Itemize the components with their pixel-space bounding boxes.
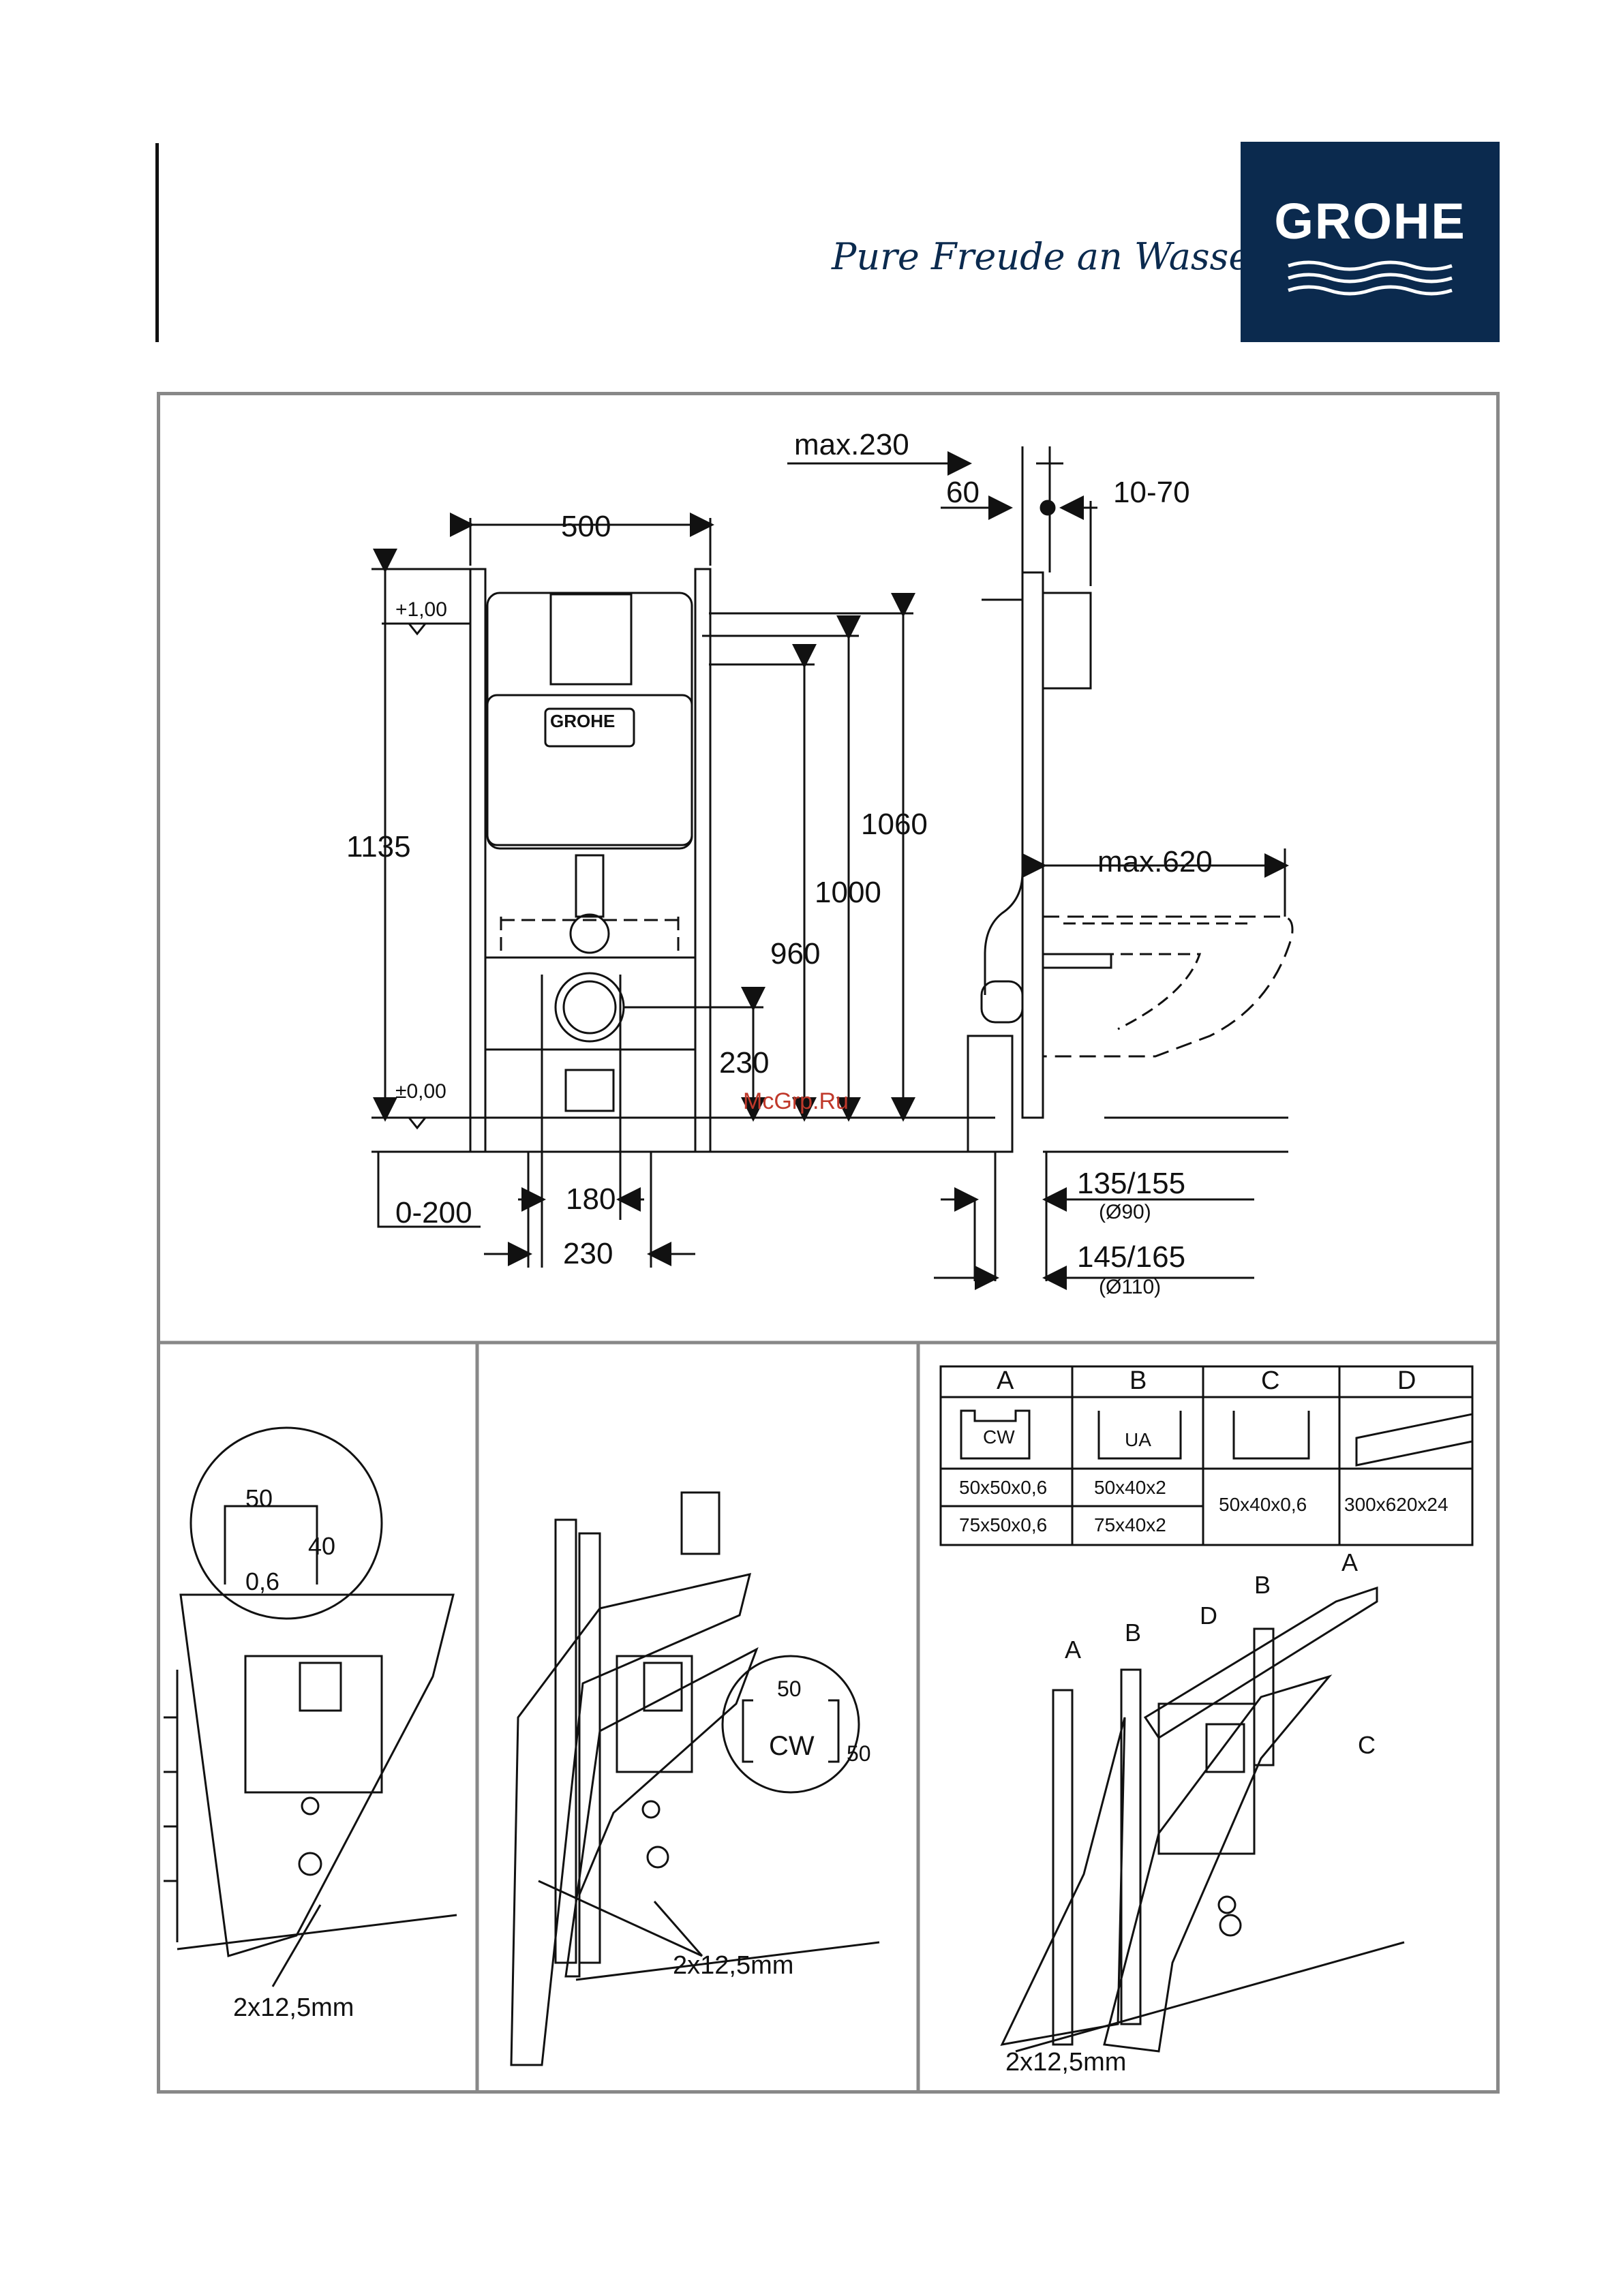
table-d-value: 300x620x24 bbox=[1344, 1494, 1448, 1516]
dim-1060: 1060 bbox=[861, 808, 928, 842]
front-frame bbox=[470, 569, 710, 1152]
panel3-sketch bbox=[1002, 1588, 1404, 2051]
dim-max-620: max.620 bbox=[1097, 845, 1213, 879]
table-header-a: A bbox=[997, 1366, 1014, 1396]
dim-230-width: 230 bbox=[563, 1237, 613, 1271]
level-top: +1,00 bbox=[395, 598, 447, 622]
plate-brand: GROHE bbox=[550, 711, 615, 732]
table-header-d: D bbox=[1397, 1366, 1416, 1396]
callout-c: C bbox=[1358, 1731, 1376, 1760]
dim-10-70: 10-70 bbox=[1113, 476, 1190, 510]
dia-110: (Ø110) bbox=[1099, 1276, 1161, 1299]
p1-dim-50: 50 bbox=[245, 1484, 273, 1513]
dim-foot-range: 0-200 bbox=[395, 1196, 472, 1230]
dim-width: 500 bbox=[561, 510, 611, 544]
callout-a-right: A bbox=[1341, 1548, 1358, 1577]
panel1-sketch bbox=[164, 1428, 457, 1987]
p2-profile: CW bbox=[769, 1731, 815, 1762]
p1-dim-40: 40 bbox=[308, 1532, 335, 1561]
dim-960: 960 bbox=[770, 937, 820, 971]
p1-dim-06: 0,6 bbox=[245, 1567, 279, 1596]
callout-a-left: A bbox=[1065, 1636, 1081, 1664]
dim-135-155: 135/155 bbox=[1077, 1167, 1185, 1201]
p2-dim-50-top: 50 bbox=[777, 1677, 802, 1702]
table-a-row2: 75x50x0,6 bbox=[959, 1514, 1047, 1536]
table-icon-ua: UA bbox=[1125, 1429, 1151, 1451]
watermark: McGrp.Ru bbox=[743, 1088, 849, 1115]
table-b-row1: 50x40x2 bbox=[1094, 1477, 1166, 1499]
callout-d: D bbox=[1200, 1602, 1217, 1630]
dia-90: (Ø90) bbox=[1099, 1201, 1151, 1224]
table-header-c: C bbox=[1261, 1366, 1279, 1396]
table-b-row2: 75x40x2 bbox=[1094, 1514, 1166, 1536]
dim-1000: 1000 bbox=[815, 876, 881, 910]
p2-dim-50-side: 50 bbox=[847, 1741, 871, 1766]
dim-180: 180 bbox=[566, 1182, 616, 1216]
table-c-value: 50x40x0,6 bbox=[1219, 1494, 1307, 1516]
dim-max-230: max.230 bbox=[794, 428, 909, 462]
table-a-row1: 50x50x0,6 bbox=[959, 1477, 1047, 1499]
p2-board: 2x12,5mm bbox=[673, 1951, 793, 1980]
dim-height-total: 1135 bbox=[346, 830, 411, 864]
dim-60: 60 bbox=[946, 476, 980, 510]
table-icon-cw: CW bbox=[983, 1426, 1015, 1448]
dim-230-height: 230 bbox=[719, 1046, 769, 1080]
callout-b-right: B bbox=[1254, 1571, 1271, 1599]
level-zero: ±0,00 bbox=[395, 1080, 446, 1103]
table-header-b: B bbox=[1129, 1366, 1147, 1396]
callout-b-left: B bbox=[1125, 1619, 1141, 1647]
p1-board: 2x12,5mm bbox=[233, 1993, 354, 2023]
dim-145-165: 145/165 bbox=[1077, 1240, 1185, 1274]
p3-board: 2x12,5mm bbox=[1005, 2048, 1126, 2077]
